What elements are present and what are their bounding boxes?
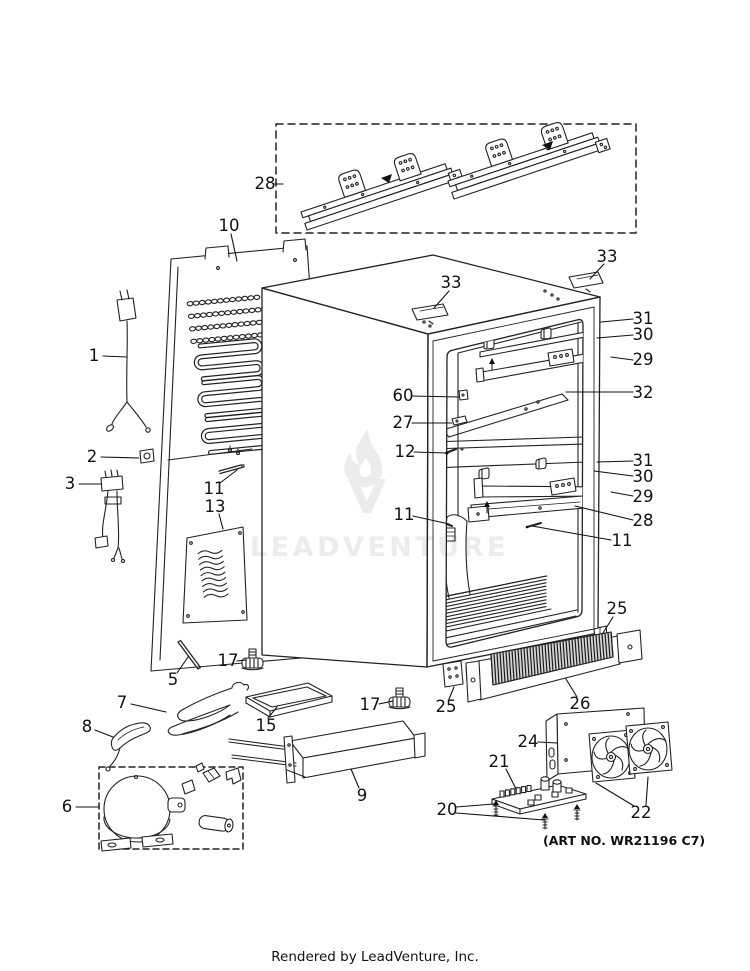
part-callout-10: 10 [218,215,240,235]
dashed-box-28 [275,107,637,234]
drip-pan-15 [245,682,333,718]
cabinet-face-fills [262,255,600,667]
art-number: (ART NO. WR21196 C7) [543,833,706,848]
screw-20 [541,812,549,830]
relay-2 [139,448,155,464]
part-callout-28: 28 [632,510,654,530]
watermark-text: LEADVENTURE [250,532,509,563]
part-callout-31: 31 [632,308,654,328]
part-callout-29: 29 [632,486,654,506]
part-callout-13: 13 [204,496,226,516]
screw-20 [573,803,581,821]
access-panel-13 [182,526,248,624]
bracket-8 [105,722,151,772]
part-callout-28: 28 [254,173,276,193]
fan-22-right [625,721,673,775]
watermark-flame-icon [344,429,383,488]
part-callout-11: 11 [203,478,225,498]
part-callout-24: 24 [517,731,539,751]
part-callout-12: 12 [394,441,416,461]
part-callout-21: 21 [488,751,510,771]
part-callout-27: 27 [392,412,414,432]
cabinet-outline [261,254,601,668]
part-callout-15: 15 [255,715,277,735]
part-callout-33: 33 [596,246,618,266]
part-callout-2: 2 [86,446,98,466]
grille-26 [465,629,643,703]
small-interior-parts [444,389,469,455]
part-callout-1: 1 [88,345,100,365]
footer-credit: Rendered by LeadVenture, Inc. [271,949,479,965]
part-callout-17: 17 [217,650,239,670]
part-callout-29: 29 [632,349,654,369]
watermark: LEADVENTURE [250,429,509,563]
part-callout-20: 20 [436,799,458,819]
part-callout-32: 32 [632,382,654,402]
power-cord-1 [105,289,151,433]
pin-11-upper [218,464,245,475]
harness-3 [94,469,126,564]
part-callout-11: 11 [393,504,415,524]
part-callout-7: 7 [116,692,128,712]
part-callout-30: 30 [632,324,654,344]
evaporator-box-9 [228,720,426,784]
top-plates-33 [411,271,604,328]
part-callout-3: 3 [64,473,76,493]
part-callout-25: 25 [606,598,628,618]
part-callout-33: 33 [440,272,462,292]
tube-assembly-7 [167,681,249,736]
part-callout-11: 11 [611,530,633,550]
part-callout-9: 9 [356,785,368,805]
leveling-leg-17-front [388,687,411,710]
part-callout-60: 60 [392,385,414,405]
part-callout-6: 6 [61,796,73,816]
part-callout-8: 8 [81,716,93,736]
callout-leader-lines [75,183,649,821]
rod-5 [177,639,202,670]
part-callout-17: 17 [359,694,381,714]
part-callout-31: 31 [632,450,654,470]
watermark-v-icon [348,479,386,513]
part-callout-5: 5 [167,669,179,689]
part-callout-22: 22 [630,802,652,822]
part-callout-30: 30 [632,466,654,486]
part-callout-26: 26 [569,693,591,713]
part-callout-25: 25 [435,696,457,716]
compressor-kit-6 [98,762,244,852]
control-board-21 [491,776,587,815]
